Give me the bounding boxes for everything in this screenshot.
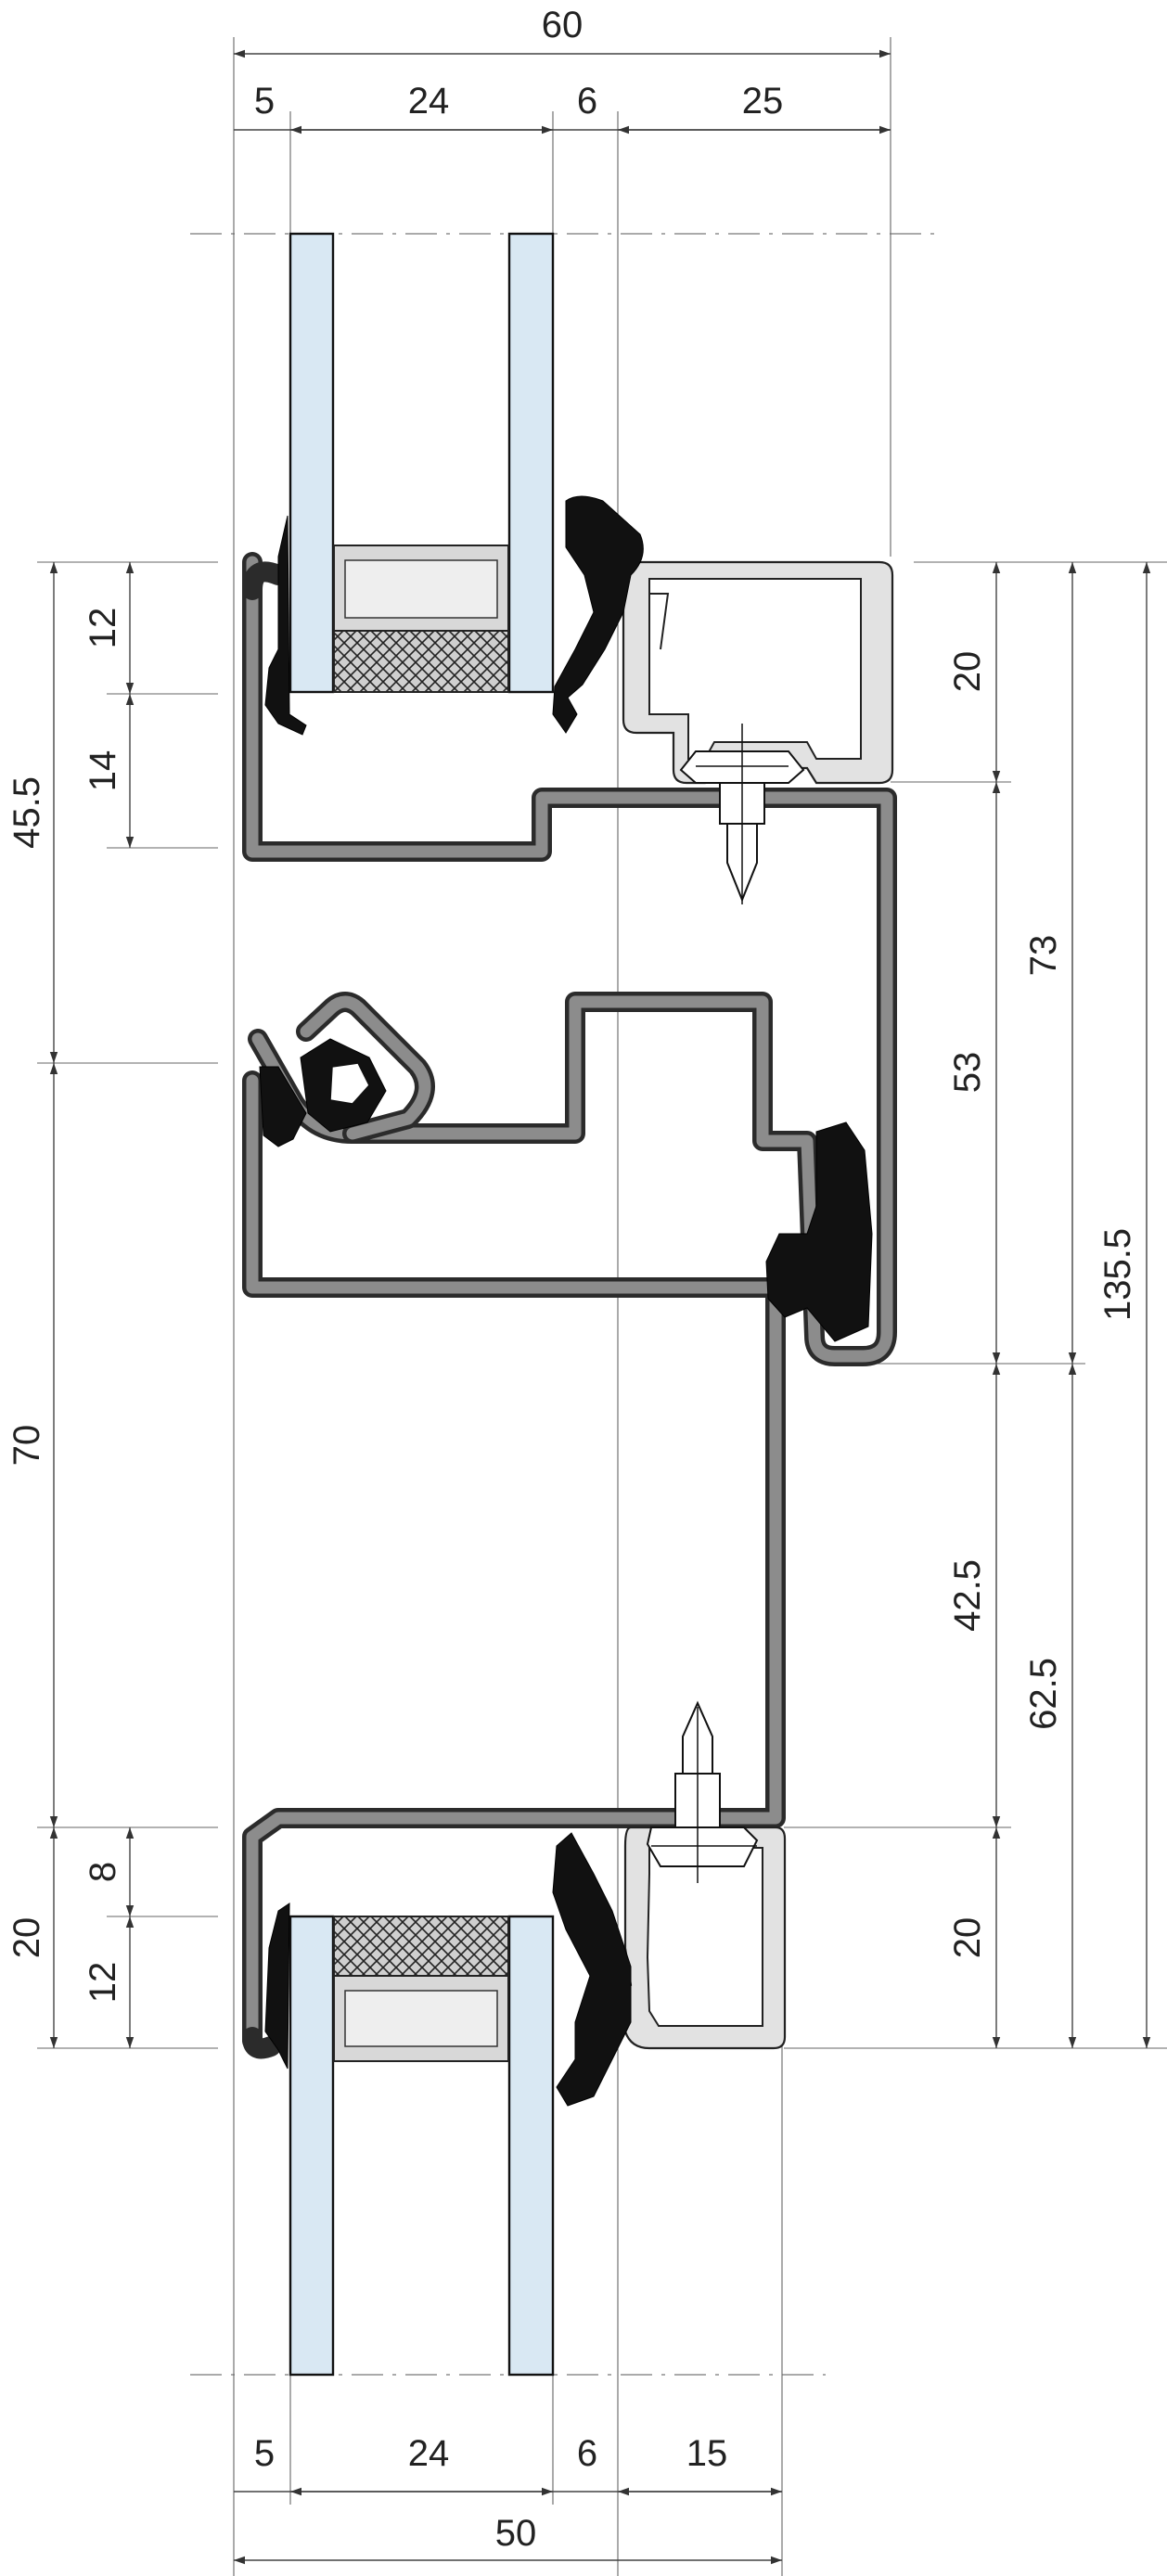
- glazing-beads: [618, 560, 894, 2050]
- glass-pane-bottom-outer: [289, 1915, 335, 2377]
- glazing: [289, 232, 555, 2377]
- frame-hook-bottom: [242, 2027, 281, 2059]
- gasket-top-outer: [264, 515, 307, 736]
- screw-bottom: [646, 1826, 759, 1867]
- top-dimensions: 60 5 24 6 25: [234, 5, 891, 135]
- right-dim-62-5: 62.5: [1023, 1658, 1064, 1730]
- top-dim-seg-4: 25: [742, 81, 784, 122]
- right-dim-20-bottom: 20: [947, 1917, 988, 1959]
- glass-pane-top-outer: [289, 232, 335, 694]
- right-dim-20-top: 20: [947, 651, 988, 693]
- desiccant-top: [344, 559, 498, 619]
- top-dim-seg-2: 24: [408, 81, 450, 122]
- right-dim-73: 73: [1023, 935, 1064, 977]
- gasket-top-inner: [552, 495, 644, 734]
- top-dim-seg-3: 6: [577, 81, 597, 122]
- left-dim-20: 20: [6, 1917, 47, 1959]
- glass-pane-bottom-inner: [507, 1915, 555, 2377]
- left-dimensions: 45.5 70 20 12 14 8 12: [6, 562, 135, 2048]
- bottom-dim-total: 50: [495, 2513, 537, 2554]
- frame-profile: [242, 552, 897, 2059]
- desiccant-bottom: [344, 1990, 498, 2047]
- bottom-dimensions: 5 24 6 15 50: [234, 2433, 782, 2565]
- left-dim-70: 70: [6, 1425, 47, 1467]
- right-dim-42-5: 42.5: [947, 1559, 988, 1632]
- right-dimensions: 20 53 42.5 20 73 62.5 135.5: [947, 562, 1151, 2048]
- left-dim-8: 8: [83, 1862, 123, 1882]
- fixing-screws: [646, 724, 805, 1883]
- bottom-dim-seg-1: 5: [254, 2433, 275, 2474]
- left-dim-14: 14: [83, 750, 123, 792]
- bottom-dim-seg-4: 15: [686, 2433, 728, 2474]
- top-dim-total: 60: [542, 5, 584, 45]
- frame-hook-top: [242, 561, 289, 600]
- gasket-bottom-inner: [552, 1832, 632, 2107]
- sealant-top: [333, 630, 509, 693]
- left-dim-45-5: 45.5: [6, 776, 47, 849]
- sealant-bottom: [333, 1916, 509, 1977]
- left-dim-12-top: 12: [83, 608, 123, 649]
- gasket-middle-left: [259, 1066, 307, 1147]
- right-dim-53: 53: [947, 1052, 988, 1094]
- bottom-dim-seg-2: 24: [408, 2433, 450, 2474]
- reference-lines: [37, 37, 1167, 2576]
- gasket-bottom-outer: [264, 1903, 290, 2070]
- right-dim-135-5: 135.5: [1097, 1228, 1138, 1321]
- top-dim-seg-1: 5: [254, 81, 275, 122]
- bottom-dim-seg-3: 6: [577, 2433, 597, 2474]
- left-dim-12-bottom: 12: [83, 1962, 123, 2004]
- gasket-right-lower: [765, 1121, 873, 1342]
- gaskets: [259, 495, 873, 2107]
- glass-pane-top-inner: [507, 232, 555, 694]
